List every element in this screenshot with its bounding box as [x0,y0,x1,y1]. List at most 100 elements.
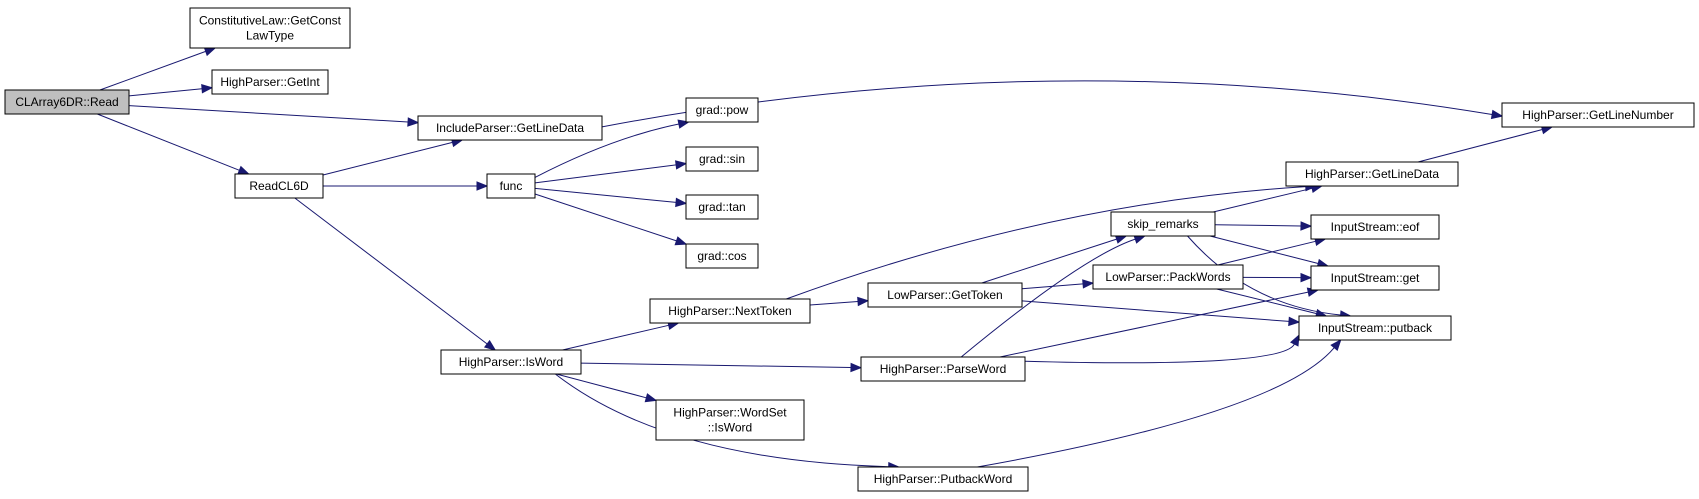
edge-line [97,113,240,171]
node-label: IncludeParser::GetLineData [436,121,584,135]
edge-clarray-to-getint [128,84,214,97]
node-label: InputStream::putback [1318,321,1433,335]
node-box [685,194,759,220]
edge-line [999,291,1309,358]
nodes-layer: CLArray6DR::Read ConstitutiveLaw::GetCons… [4,7,1695,492]
arrowhead [407,117,420,127]
edge-isword-to-parseword [580,362,863,373]
edge-gettoken-to-packwords [1021,279,1095,290]
node-packwords[interactable]: LowParser::PackWords [1092,264,1244,290]
node-label: CLArray6DR::Read [15,95,118,109]
node-label: grad::sin [699,152,745,166]
node-hpgld[interactable]: HighParser::GetLineData [1285,161,1459,187]
edge-isword-to-wordset [556,373,658,403]
node-sin[interactable]: grad::sin [685,146,759,172]
node-get[interactable]: InputStream::get [1310,265,1440,291]
edge-putbackword-to-putback [977,338,1342,468]
node-box [655,399,805,441]
node-eof[interactable]: InputStream::eof [1310,214,1440,240]
node-pow[interactable]: grad::pow [685,97,759,123]
edge-line [580,362,852,368]
edge-nexttoken-to-gettoken [809,296,870,307]
edge-line [1214,224,1302,227]
edge-line [1216,288,1317,315]
node-label: HighParser::GetInt [220,75,320,89]
arrowhead [1330,338,1342,352]
arrowhead [1300,272,1313,283]
edge-packwords-to-get [1242,272,1313,283]
node-label: HighParser::WordSet [673,406,787,420]
node-box [685,146,759,172]
edge-line [1213,187,1313,213]
node-getint[interactable]: HighParser::GetInt [211,69,329,95]
node-label: HighParser::GetLineNumber [1522,108,1673,122]
edge-line [556,373,647,399]
arrowhead [644,393,658,403]
arrowhead [237,165,250,175]
arrowhead [1290,333,1300,347]
node-label: ::IsWord [708,421,752,435]
node-label: InputStream::get [1331,271,1420,285]
node-label: grad::pow [696,103,749,117]
node-box [234,173,324,199]
arrowhead [483,339,497,351]
node-label: HighParser::GetLineData [1305,167,1439,181]
edge-readcl6d-to-inclgld [322,138,464,176]
node-label: skip_remarks [1127,217,1198,231]
edge-skip-to-eof [1214,221,1313,231]
arrowhead [675,197,688,208]
edge-line [1024,343,1295,364]
node-box [1092,264,1244,290]
edge-func-to-tan [534,187,688,208]
edge-parseword-to-putback [1024,333,1300,364]
edge-line [562,324,669,351]
node-putbackword[interactable]: HighParser::PutbackWord [857,466,1029,492]
node-putback[interactable]: InputStream::putback [1298,315,1452,341]
node-clarray[interactable]: CLArray6DR::Read [4,89,130,115]
edge-isword-to-nexttoken [562,320,680,351]
node-cos[interactable]: grad::cos [685,243,759,269]
edge-clarray-to-getconst [99,47,217,91]
edge-line [128,105,409,123]
edge-line [786,186,1306,300]
node-box [1501,102,1695,128]
edge-line [1021,283,1084,290]
node-box [4,89,130,115]
edge-line [809,301,859,306]
node-func[interactable]: func [486,173,536,199]
node-readcl6d[interactable]: ReadCL6D [234,173,324,199]
node-box [685,243,759,269]
node-label: grad::cos [697,249,746,263]
arrowhead [1288,316,1301,327]
node-nexttoken[interactable]: HighParser::NextToken [649,298,811,324]
node-box [685,97,759,123]
node-label: HighParser::NextToken [668,304,791,318]
node-gettoken[interactable]: LowParser::GetToken [867,282,1023,308]
node-tan[interactable]: grad::tan [685,194,759,220]
node-inclgld[interactable]: IncludeParser::GetLineData [417,115,603,141]
node-label: HighParser::IsWord [459,355,563,369]
node-isword[interactable]: HighParser::IsWord [440,349,582,375]
node-skip[interactable]: skip_remarks [1110,211,1216,237]
node-box [860,356,1026,382]
node-box [189,7,351,49]
node-wordset[interactable]: HighParser::WordSet::IsWord [655,399,805,441]
node-parseword[interactable]: HighParser::ParseWord [860,356,1026,382]
edge-line [1417,129,1543,163]
node-getlinenum[interactable]: HighParser::GetLineNumber [1501,102,1695,128]
node-label: LowParser::PackWords [1105,270,1230,284]
edge-line [128,88,203,97]
node-label: ConstitutiveLaw::GetConst [199,14,342,28]
node-box [440,349,582,375]
node-box [1298,315,1452,341]
edges-layer [97,47,1554,472]
arrowhead [674,236,688,246]
edge-line [534,164,677,184]
node-box [1310,214,1440,240]
node-label: func [500,179,523,193]
edge-line [322,141,453,176]
node-box [417,115,603,141]
node-label: HighParser::PutbackWord [874,472,1013,486]
